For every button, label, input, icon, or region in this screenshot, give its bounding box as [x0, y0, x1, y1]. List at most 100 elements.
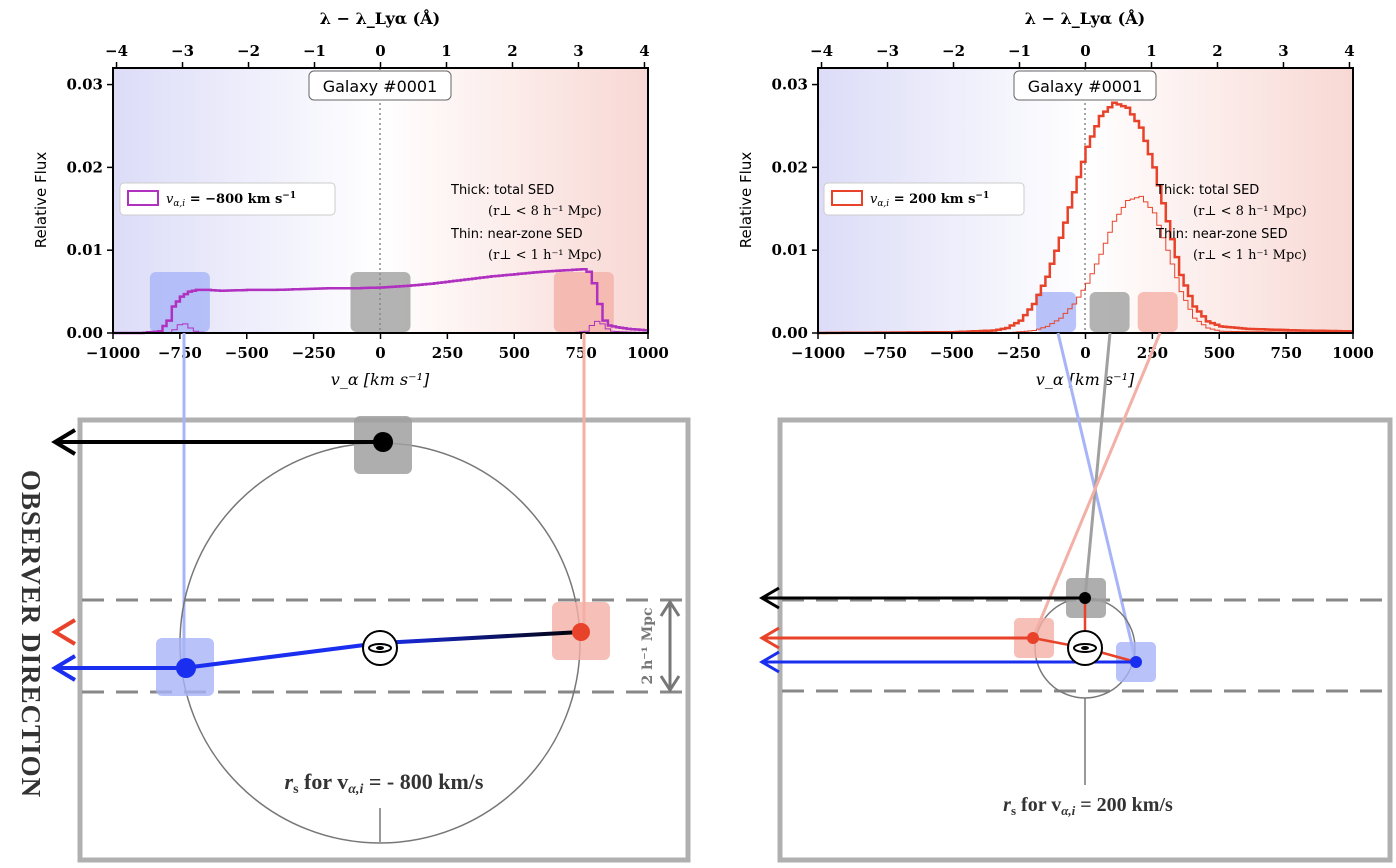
- right-legend-box: [823, 182, 1025, 216]
- right-ticks: −1000−750−500−25002505007501000−4−3−2−10…: [771, 42, 1373, 362]
- left-blue-dot: [176, 658, 196, 678]
- left-scale-label: 2 h⁻¹ Mpc: [640, 608, 656, 685]
- left-top-tick-label: 0: [375, 42, 385, 60]
- left-blue-path: [183, 641, 381, 670]
- left-ylabel: Relative Flux: [32, 152, 50, 249]
- right-red-ray-head: [759, 626, 780, 650]
- left-top-tick-label: 1: [441, 42, 451, 60]
- right-galaxy-icon: [1067, 630, 1103, 666]
- left-galaxy-label: Galaxy #0001: [323, 77, 438, 96]
- left-xtick-label: −750: [158, 344, 202, 362]
- left-ytick-label: 0.02: [66, 158, 103, 176]
- right-ylabel: Relative Flux: [737, 152, 755, 249]
- right-xtick-label: −1000: [791, 344, 845, 362]
- left-legend-box: [119, 182, 336, 216]
- right-chart-box-blue: [1036, 292, 1077, 332]
- right-top-tick-label: 1: [1146, 42, 1156, 60]
- right-top-tick-label: −2: [942, 42, 965, 60]
- right-xtick-label: 500: [1204, 344, 1235, 362]
- right-note-thick-range: (r⊥ < 8 h⁻¹ Mpc): [1193, 204, 1307, 219]
- right-black-ray-head: [759, 586, 780, 610]
- left-xtick-label: −250: [292, 344, 336, 362]
- left-xtick-label: −1000: [86, 344, 140, 362]
- left-blue-ray-head: [51, 654, 77, 682]
- right-top-xlabel: λ − λ_Lyα (Å): [1025, 7, 1145, 28]
- right-rs-label: rs for vα,i = 200 km/s: [1003, 794, 1173, 818]
- left-note-thick: Thick: total SED: [450, 183, 554, 198]
- right-geometry-diagram: rs for vα,i = 200 km/s: [759, 332, 1393, 863]
- left-note-thin-range: (r⊥ < 1 h⁻¹ Mpc): [488, 248, 602, 263]
- left-top-tick-label: 2: [507, 42, 517, 60]
- right-spectrum-chart: −1000−750−500−25002505007501000−4−3−2−10…: [737, 7, 1374, 389]
- right-diagram-frame: [777, 417, 1393, 863]
- left-red-ray-head: [51, 618, 77, 646]
- right-ytick-label: 0.01: [771, 241, 808, 259]
- observer-direction-label: OBSERVER DIRECTION: [16, 470, 46, 798]
- right-xtick-label: −500: [930, 344, 974, 362]
- left-red-dot: [572, 623, 590, 641]
- left-top-tick-label: −3: [171, 42, 194, 60]
- right-ytick-label: 0.03: [771, 76, 808, 94]
- right-top-tick-label: −4: [810, 42, 833, 60]
- left-xlabel: v_α [km s⁻¹]: [331, 370, 430, 389]
- left-top-tick-label: 4: [639, 42, 649, 60]
- left-geometry-diagram: 2 h⁻¹ Mpc rs for vα,i = - 800 km/s: [51, 333, 691, 863]
- left-xtick-label: 750: [565, 344, 596, 362]
- right-top-tick-label: 3: [1278, 42, 1288, 60]
- left-note-thin: Thin: near-zone SED: [450, 227, 583, 242]
- right-xtick-label: 0: [1080, 344, 1090, 362]
- left-ytick-label: 0.01: [66, 241, 103, 259]
- left-top-xlabel: λ − λ_Lyα (Å): [320, 7, 440, 28]
- left-xtick-label: 1000: [627, 344, 669, 362]
- right-note-thin: Thin: near-zone SED: [1155, 227, 1288, 242]
- left-galaxy-label-box: [308, 70, 452, 101]
- right-red-dot: [1027, 632, 1039, 644]
- right-ytick-label: 0.02: [771, 158, 808, 176]
- left-top-tick-label: −2: [237, 42, 260, 60]
- left-xtick-label: −500: [225, 344, 269, 362]
- left-ytick-label: 0.00: [66, 324, 103, 342]
- left-top-tick-label: 3: [573, 42, 583, 60]
- left-ytick-label: 0.03: [66, 76, 103, 94]
- right-top-tick-label: 0: [1080, 42, 1090, 60]
- right-top-tick-label: −1: [1008, 42, 1031, 60]
- left-top-tick-label: −4: [105, 42, 128, 60]
- right-galaxy-label: Galaxy #0001: [1028, 77, 1143, 96]
- right-top-tick-label: 2: [1212, 42, 1222, 60]
- left-top-tick-label: −1: [303, 42, 326, 60]
- left-xtick-label: 0: [375, 344, 385, 362]
- right-xtick-label: 1000: [1332, 344, 1374, 362]
- right-top-tick-label: 4: [1344, 42, 1354, 60]
- right-connector-blue: [1056, 332, 1138, 663]
- left-xtick-label: 250: [432, 344, 463, 362]
- right-black-dot: [1079, 592, 1091, 604]
- right-xlabel: v_α [km s⁻¹]: [1036, 370, 1135, 389]
- left-legend-swatch: [127, 190, 159, 206]
- left-legend-text: vα,i = −800 km s−1: [166, 191, 296, 209]
- right-top-tick-label: −3: [876, 42, 899, 60]
- left-scale-arrow-head-top: [659, 599, 681, 617]
- right-galaxy-label-box: [1013, 70, 1157, 101]
- right-note-thick: Thick: total SED: [1155, 183, 1259, 198]
- right-blue-ray-head: [759, 650, 780, 674]
- right-xtick-label: −750: [863, 344, 907, 362]
- right-chart-box-gray: [1089, 292, 1130, 332]
- right-ytick-label: 0.00: [771, 324, 808, 342]
- left-scale-arrow-head-bottom: [659, 675, 681, 693]
- right-xtick-label: 750: [1270, 344, 1301, 362]
- right-connector-gray: [1083, 332, 1112, 599]
- right-xtick-label: −250: [997, 344, 1041, 362]
- right-legend-swatch: [831, 190, 863, 206]
- right-note-thin-range: (r⊥ < 1 h⁻¹ Mpc): [1193, 248, 1307, 263]
- left-black-dot: [373, 432, 393, 452]
- left-series-total: [113, 267, 650, 335]
- left-black-ray-head: [51, 428, 77, 456]
- left-galaxy-icon: [362, 630, 398, 666]
- left-chart-box-red: [553, 272, 614, 332]
- right-connector-red: [1031, 332, 1162, 639]
- right-blue-dot: [1130, 656, 1142, 668]
- right-legend-text: vα,i = 200 km s−1: [870, 191, 989, 209]
